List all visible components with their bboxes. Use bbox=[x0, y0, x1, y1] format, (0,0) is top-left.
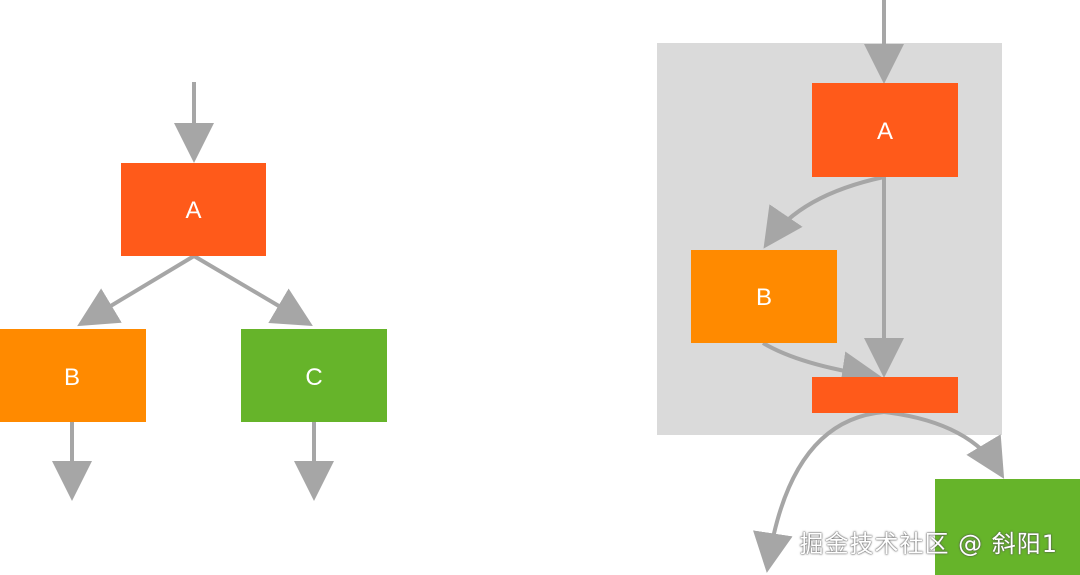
right-node-a: A bbox=[812, 83, 958, 177]
node-a-box-right bbox=[812, 83, 958, 177]
node-b-box-right bbox=[691, 250, 837, 343]
next-node bbox=[935, 479, 1080, 575]
right-node-b: B bbox=[691, 250, 837, 343]
edge-join-to-next bbox=[883, 410, 1005, 479]
edge-join-exit bbox=[753, 410, 885, 573]
left-node-a: A bbox=[121, 163, 266, 256]
edge-a-to-c bbox=[192, 254, 313, 327]
node-b-box bbox=[0, 329, 146, 422]
join-node bbox=[812, 377, 958, 413]
node-b-label: B bbox=[64, 364, 80, 391]
node-c-label: C bbox=[305, 364, 322, 391]
node-a-label-right: A bbox=[877, 118, 893, 145]
watermark-text: 掘金技术社区 @ 斜阳1 bbox=[799, 530, 1058, 558]
node-c-box bbox=[241, 329, 387, 422]
node-a-label: A bbox=[185, 197, 201, 224]
right-edges bbox=[753, 0, 1005, 573]
left-node-b: B bbox=[0, 329, 146, 422]
edge-b-to-join bbox=[761, 341, 882, 392]
node-a-box bbox=[121, 163, 266, 256]
edge-a-to-b bbox=[77, 254, 196, 327]
node-b-label-right: B bbox=[756, 284, 772, 311]
edge-a-to-b-right bbox=[763, 175, 885, 249]
left-edges bbox=[52, 82, 334, 501]
left-node-c: C bbox=[241, 329, 387, 422]
